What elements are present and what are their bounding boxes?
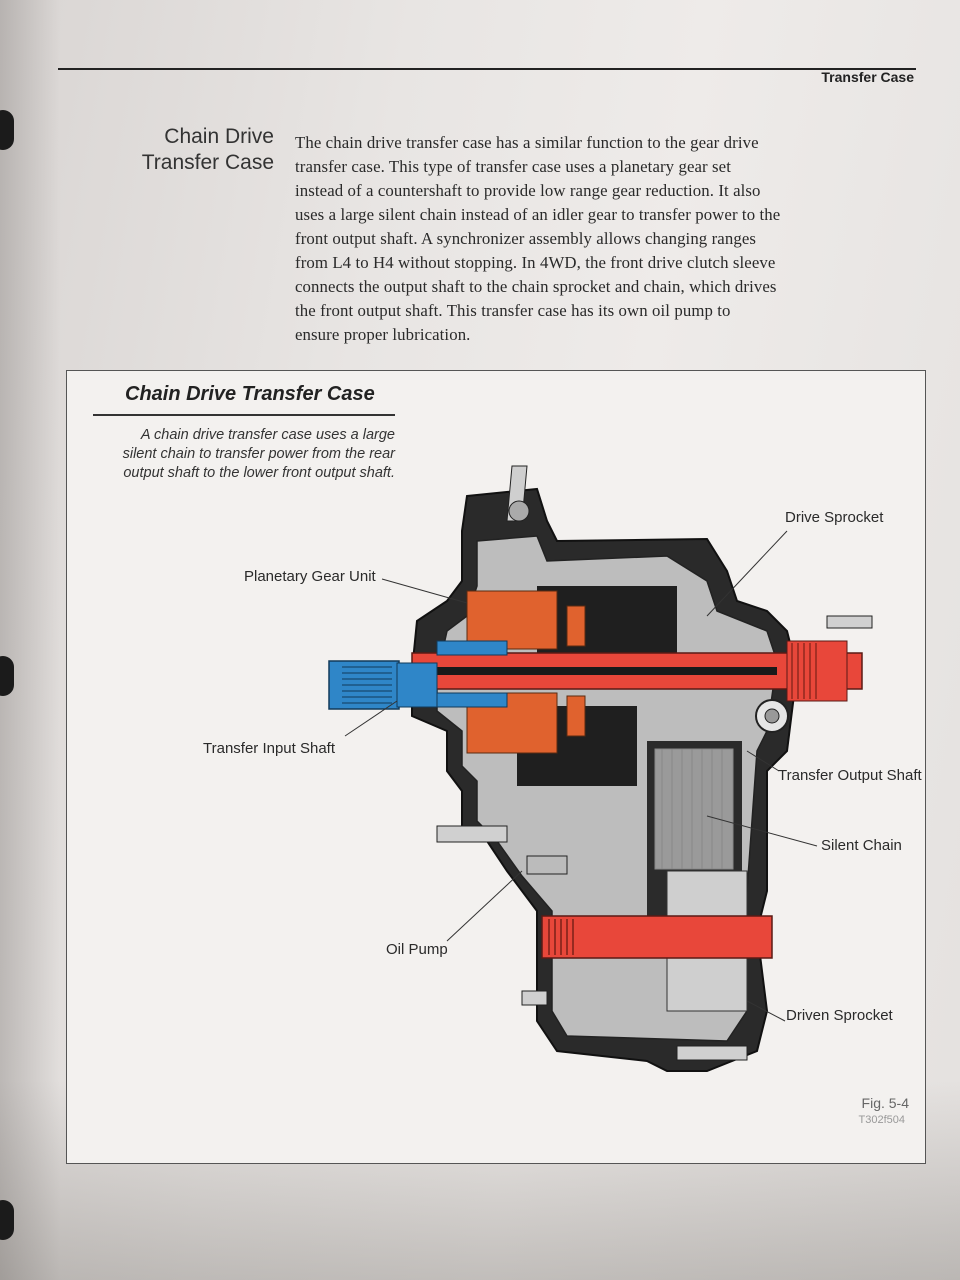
rear-output-shaft-bore: [437, 667, 777, 675]
oil-pump: [526, 855, 568, 875]
label-transfer-input-shaft: Transfer Input Shaft: [203, 740, 336, 757]
transfer-case-cutaway-diagram: [328, 465, 873, 1072]
section-title-line1: Chain Drive: [164, 125, 274, 148]
input-sun-gear-upper: [436, 640, 508, 656]
label-drive-sprocket: Drive Sprocket: [785, 509, 884, 526]
binder-hole-top: [0, 110, 14, 150]
planetary-ring-lower: [566, 695, 586, 737]
input-shaft-splines: [342, 666, 392, 704]
body-line: connects the output shaft to the chain s…: [295, 277, 777, 296]
bolt-bottom-left: [521, 990, 548, 1006]
caption-line: output shaft to the lower front output s…: [123, 465, 395, 481]
label-planetary-gear-unit: Planetary Gear Unit: [244, 568, 376, 585]
input-sun-gear-lower: [436, 692, 508, 708]
label-oil-pump: Oil Pump: [386, 941, 448, 958]
bolt-left: [436, 825, 508, 843]
page-shadow-left: [0, 0, 60, 1280]
caption-line: A chain drive transfer case uses a large: [140, 427, 395, 443]
caption-line: silent chain to transfer power from the …: [122, 446, 395, 462]
figure-title-rule: [93, 414, 395, 416]
header-title: Transfer Case: [821, 69, 914, 85]
figure-code: T302f504: [858, 1114, 905, 1126]
binder-hole-bottom: [0, 1200, 14, 1240]
output-flange-splines: [791, 643, 817, 699]
label-silent-chain: Silent Chain: [821, 837, 902, 854]
input-shaft-collar: [396, 662, 438, 708]
body-line: transfer case. This type of transfer cas…: [295, 157, 731, 176]
body-line: ensure proper lubrication.: [295, 325, 471, 344]
body-line: The chain drive transfer case has a simi…: [295, 133, 759, 152]
figure-caption: A chain drive transfer case uses a large…: [75, 426, 395, 483]
header-rule: [58, 68, 916, 70]
body-line: instead of a countershaft to provide low…: [295, 181, 761, 200]
section-title-line2: Transfer Case: [141, 151, 274, 174]
shift-detent: [508, 500, 530, 522]
body-line: from L4 to H4 without stopping. In 4WD, …: [295, 253, 776, 272]
figure-title: Chain Drive Transfer Case: [125, 383, 375, 405]
bearing-right-inner: [764, 708, 780, 724]
body-line: front output shaft. A synchronizer assem…: [295, 229, 756, 248]
front-output-splines: [548, 919, 574, 955]
bolt-top-right: [826, 615, 873, 629]
planetary-ring-upper: [566, 605, 586, 647]
planetary-gear-upper: [466, 590, 558, 650]
figure-number: Fig. 5-4: [861, 1095, 909, 1111]
bolt-bottom: [676, 1045, 748, 1061]
section-title: Chain Drive Transfer Case: [90, 124, 274, 176]
leader-lines: [344, 530, 818, 1022]
output-flange: [786, 640, 848, 702]
cavity-upper: [537, 586, 677, 656]
binder-hole-middle: [0, 656, 14, 696]
body-line: uses a large silent chain instead of an …: [295, 205, 781, 224]
silent-chain: [654, 748, 734, 870]
label-transfer-output-shaft: Transfer Output Shaft: [778, 767, 922, 784]
label-driven-sprocket: Driven Sprocket: [786, 1007, 893, 1024]
body-line: the front output shaft. This transfer ca…: [295, 301, 731, 320]
body-paragraph: The chain drive transfer case has a simi…: [295, 131, 920, 347]
figure-box: Chain Drive Transfer Case A chain drive …: [66, 370, 926, 1164]
front-output-shaft: [541, 915, 773, 959]
